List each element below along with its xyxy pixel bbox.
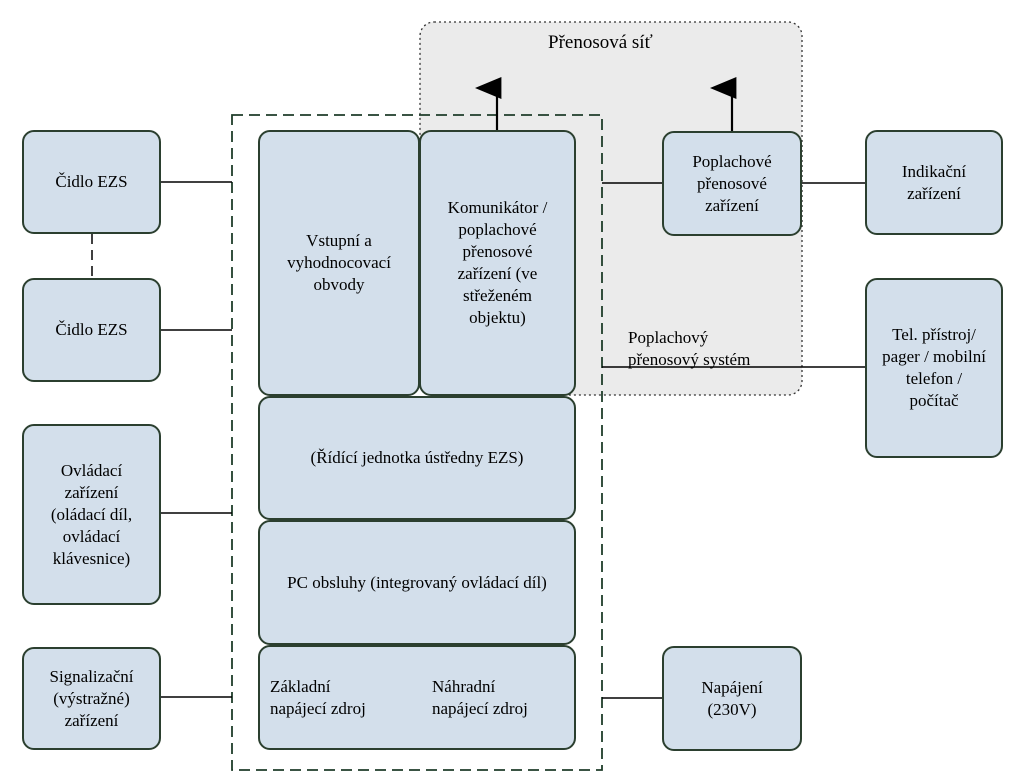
operator-pc: PC obsluhy (integrovaný ovládací díl): [258, 520, 576, 645]
sensor-ezs-2: Čidlo EZS: [22, 278, 161, 382]
control-device: Ovládací zařízení (oládací díl, ovládací…: [22, 424, 161, 605]
input-evaluation-circuits: Vstupní a vyhodnocovací obvody: [258, 130, 420, 396]
power-supply: Napájení (230V): [662, 646, 802, 751]
sensor-ezs-1: Čidlo EZS: [22, 130, 161, 234]
power-sources: [258, 645, 576, 750]
phone-pager-device: Tel. přístroj/ pager / mobilní telefon /…: [865, 278, 1003, 458]
communicator: Komunikátor / poplachové přenosové zaříz…: [419, 130, 576, 396]
control-unit: (Řídící jednotka ústředny EZS): [258, 396, 576, 520]
network-title: Přenosová síť: [548, 32, 653, 53]
central-unit-boundary: [231, 114, 603, 771]
main-power-source: Základní napájecí zdroj: [270, 677, 366, 718]
alarm-system-label: Poplachový přenosový systém: [628, 328, 751, 369]
backup-power-source: Náhradní napájecí zdroj: [432, 677, 528, 718]
indication-device: Indikační zařízení: [865, 130, 1003, 235]
signaling-device: Signalizační (výstražné) zařízení: [22, 647, 161, 750]
alarm-transmission-device: Poplachové přenosové zařízení: [662, 131, 802, 236]
